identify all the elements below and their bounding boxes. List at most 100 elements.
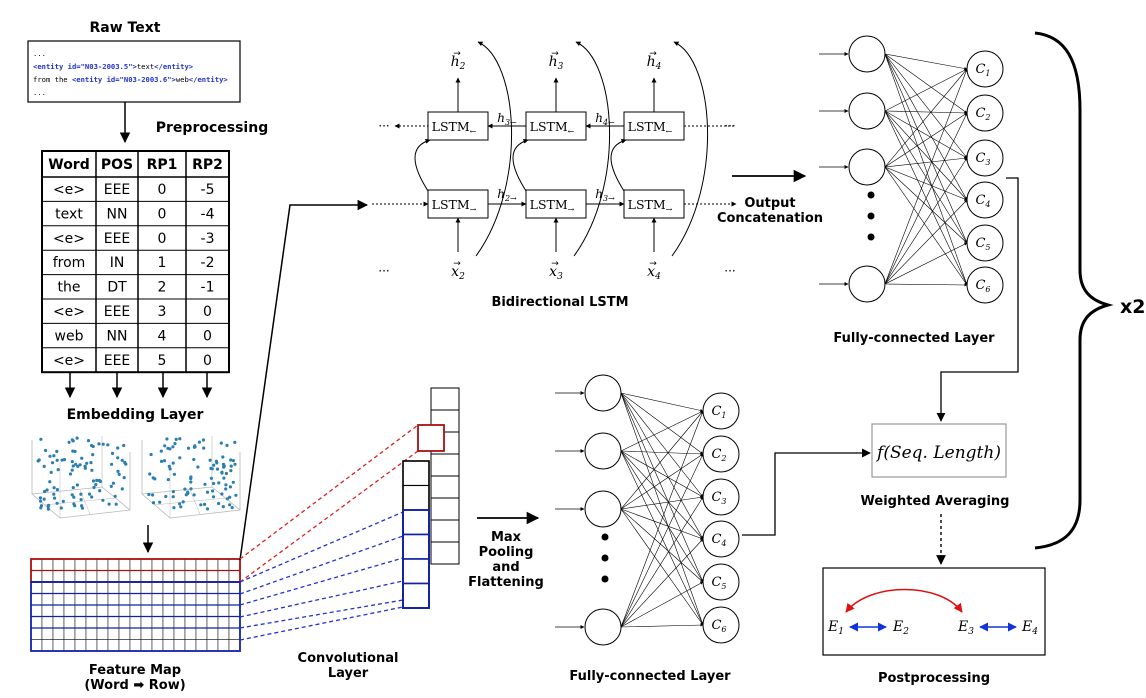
fc-output-neuron — [966, 224, 1004, 262]
scatter-point — [233, 440, 237, 444]
scatter-point — [55, 458, 59, 462]
scatter-point — [148, 472, 152, 476]
feature-map-cell — [140, 570, 153, 583]
filter-cell — [430, 387, 460, 411]
embedding-layer-label: Embedding Layer — [67, 407, 204, 423]
feature-map-cell — [162, 616, 175, 629]
table-cell: -5 — [201, 182, 215, 198]
scatter-point — [74, 462, 78, 466]
table-cell: NN — [107, 328, 128, 344]
table-cell: the — [58, 280, 81, 296]
bilstm-label: Bidirectional LSTM — [491, 295, 628, 310]
feature-map-cell — [140, 627, 153, 640]
feature-map-cell — [96, 558, 109, 571]
scatter-point — [36, 459, 40, 463]
feature-map-cell — [184, 593, 197, 606]
feature-map-cell — [162, 593, 175, 606]
feature-map-cell — [74, 558, 87, 571]
max-pooling-label-1: Max — [491, 530, 522, 545]
feature-map-cell — [85, 581, 98, 594]
table-cell: EEE — [104, 353, 131, 369]
feature-map-cell — [162, 627, 175, 640]
feature-map-cell — [107, 558, 120, 571]
lstm-forward-label: LSTM→ — [432, 197, 477, 214]
feature-map-sublabel: (Word ➡ Row) — [84, 678, 185, 693]
feature-map-cell — [107, 604, 120, 617]
svg-text:→: → — [649, 49, 657, 59]
feature-map-cell — [195, 558, 208, 571]
table-cell: 1 — [158, 255, 167, 271]
feature-map-cell — [129, 581, 142, 594]
lstm-forward-hidden: h2→ — [497, 187, 517, 203]
scatter-point — [78, 463, 82, 467]
table-cell: text — [55, 206, 83, 222]
lstm-backward-hidden: h4← — [595, 111, 615, 127]
feature-map-cell — [217, 581, 230, 594]
scatter-point — [48, 480, 52, 484]
feature-map-cell — [195, 639, 208, 652]
scatter-point — [120, 487, 124, 491]
scatter-point — [178, 502, 182, 506]
feature-map-cell — [41, 616, 54, 629]
ellipsis-dot — [867, 212, 875, 220]
lstm-backward-label: LSTM← — [628, 119, 673, 136]
scatter-point — [221, 505, 225, 509]
fc-top-to-averaging-arrow — [936, 177, 1019, 422]
lstm-forward-label: LSTM→ — [628, 197, 673, 214]
feature-map-cell — [228, 639, 241, 652]
feature-map-cell — [140, 581, 153, 594]
scatter-point — [231, 459, 235, 463]
feature-map-cell — [151, 581, 164, 594]
feature-map-cell — [74, 593, 87, 606]
feature-map-cell — [129, 570, 142, 583]
fc-output-neuron — [966, 266, 1004, 304]
scatter-point — [164, 494, 168, 499]
scatter-point — [221, 455, 225, 459]
transitive-relation-arc — [845, 588, 963, 613]
feature-map-cell — [206, 570, 219, 583]
feature-map-cell — [129, 616, 142, 629]
scatter-point — [123, 460, 127, 464]
scatter-point — [76, 464, 80, 468]
scatter-point — [229, 458, 233, 462]
feature-map-cell — [173, 581, 186, 594]
feature-map-cell — [184, 616, 197, 629]
feature-map-cell — [118, 558, 131, 571]
feature-map-cell — [41, 627, 54, 640]
lstm-backward-label: LSTM← — [432, 119, 477, 136]
scatter-point — [228, 495, 232, 499]
svg-text:···: ··· — [724, 119, 735, 133]
scatter-point — [171, 490, 175, 494]
raw-text-line: from the <entity id="N03-2003.6">web</en… — [33, 75, 228, 84]
feature-map-cell — [63, 581, 76, 594]
scatter-point — [222, 476, 226, 480]
table-cell: EEE — [104, 182, 131, 198]
scatter-point — [228, 503, 232, 507]
scatter-point — [193, 444, 197, 448]
scatter-point — [205, 507, 210, 511]
feature-map-cell — [30, 593, 43, 606]
scatter-point — [225, 497, 229, 501]
scatter-point — [186, 490, 190, 494]
table-cell: 2 — [158, 280, 167, 296]
fc-input-neuron — [848, 92, 886, 130]
scatter-point — [49, 470, 53, 474]
scatter-point — [120, 458, 124, 462]
scatter-point — [87, 492, 92, 496]
weighted-averaging-label: Weighted Averaging — [861, 494, 1010, 509]
scatter-point — [122, 443, 126, 448]
scatter-point — [189, 487, 193, 491]
scatter-point — [48, 454, 52, 458]
scatter-point — [46, 504, 50, 509]
filter-cell — [402, 484, 430, 511]
feature-map-cell — [74, 604, 87, 617]
feature-map-cell — [184, 627, 197, 640]
feature-map-cell — [30, 604, 43, 617]
feature-map-cell — [52, 604, 65, 617]
scatter-point — [98, 489, 102, 493]
feature-map-cell — [118, 604, 131, 617]
ellipsis-dot — [601, 575, 609, 583]
scatter-point — [219, 441, 223, 445]
feature-map-cell — [63, 593, 76, 606]
